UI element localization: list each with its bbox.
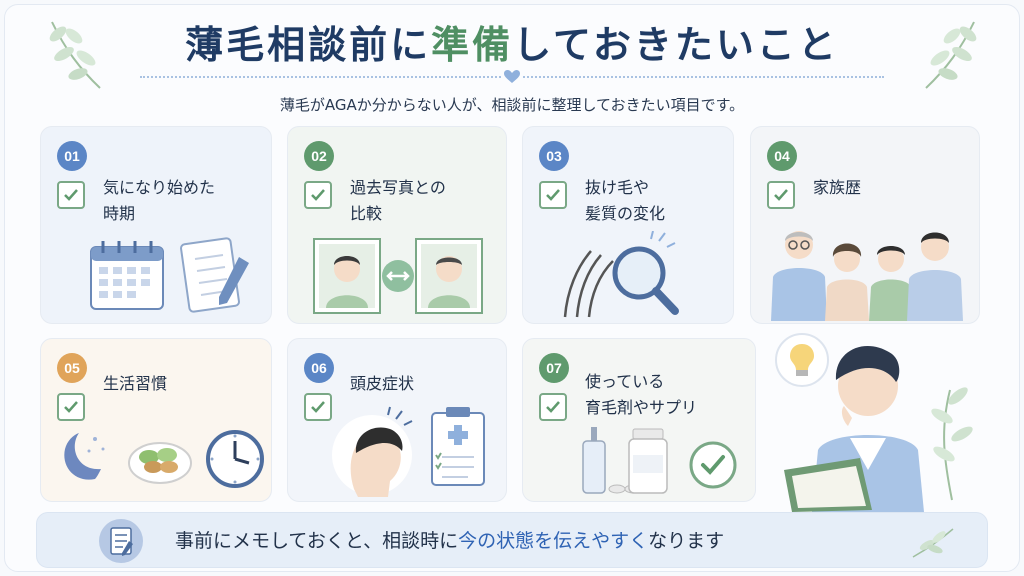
- item-number-badge: 06: [304, 353, 334, 383]
- card-07: 07 使っている育毛剤やサプリ: [522, 338, 756, 502]
- medical-clipboard-icon: [431, 407, 485, 486]
- calendar-icon: [90, 241, 164, 310]
- card-04: 04 家族歴: [750, 126, 980, 324]
- card-03: 03 抜け毛や髪質の変化: [522, 126, 734, 324]
- leaf-branch-icon: [912, 528, 954, 558]
- card-02: 02 過去写真との比較: [287, 126, 507, 324]
- leaf-branch-icon: [925, 21, 977, 89]
- heart-icon: [502, 68, 522, 86]
- clock-icon: [206, 430, 264, 488]
- item-number-badge: 04: [767, 141, 797, 171]
- item-number-badge: 03: [539, 141, 569, 171]
- family-illustration: [771, 231, 963, 321]
- checkbox-icon: [57, 181, 85, 209]
- checkbox-icon: [539, 181, 567, 209]
- item-label: 過去写真との比較: [350, 178, 446, 223]
- item-label: 気になり始めた時期: [103, 178, 216, 223]
- item-label: 頭皮症状: [350, 374, 415, 393]
- card-01: 01 気になり始めた時期: [40, 126, 272, 324]
- checkbox-icon: [767, 181, 795, 209]
- item-label: 抜け毛や髪質の変化: [585, 178, 666, 223]
- memo-icon: [99, 519, 143, 563]
- double-arrow-icon: [386, 271, 410, 281]
- meal-bowl-icon: [128, 442, 192, 484]
- item-label: 家族歴: [813, 178, 862, 197]
- page-title: 薄毛相談前に準備しておきたいこと: [185, 23, 839, 67]
- photo-compare-illustration: [313, 238, 483, 314]
- footer-note-text: 事前にメモしておくと、相談時に今の状態を伝えやすくなります: [175, 530, 725, 552]
- moon-icon: [64, 433, 105, 480]
- item-number-badge: 02: [304, 141, 334, 171]
- subtitle: 薄毛がAGAか分からない人が、相談前に整理しておきたい項目です。: [279, 96, 745, 114]
- checklist-icon: [180, 237, 249, 313]
- head-profile-illustration: [332, 406, 413, 497]
- lightbulb-icon: [775, 333, 829, 387]
- magnifier-icon: [563, 231, 679, 318]
- supplement-bottles-illustration: [582, 427, 737, 494]
- checkbox-icon: [304, 181, 332, 209]
- item-number-badge: 05: [57, 353, 87, 383]
- leaf-branch-icon: [49, 21, 101, 89]
- footer-note-bar: 事前にメモしておくと、相談時に今の状態を伝えやすくなります: [36, 512, 988, 568]
- card-06: 06 頭皮症状: [287, 338, 507, 502]
- checkbox-icon: [304, 393, 332, 421]
- checkbox-icon: [57, 393, 85, 421]
- thinking-man-illustration: [775, 333, 973, 512]
- item-number-badge: 07: [539, 353, 569, 383]
- card-05: 05 生活習慣: [40, 338, 272, 502]
- item-number-badge: 01: [57, 141, 87, 171]
- item-label: 使っている育毛剤やサプリ: [585, 372, 698, 417]
- item-label: 生活習慣: [103, 374, 168, 393]
- checkbox-icon: [539, 393, 567, 421]
